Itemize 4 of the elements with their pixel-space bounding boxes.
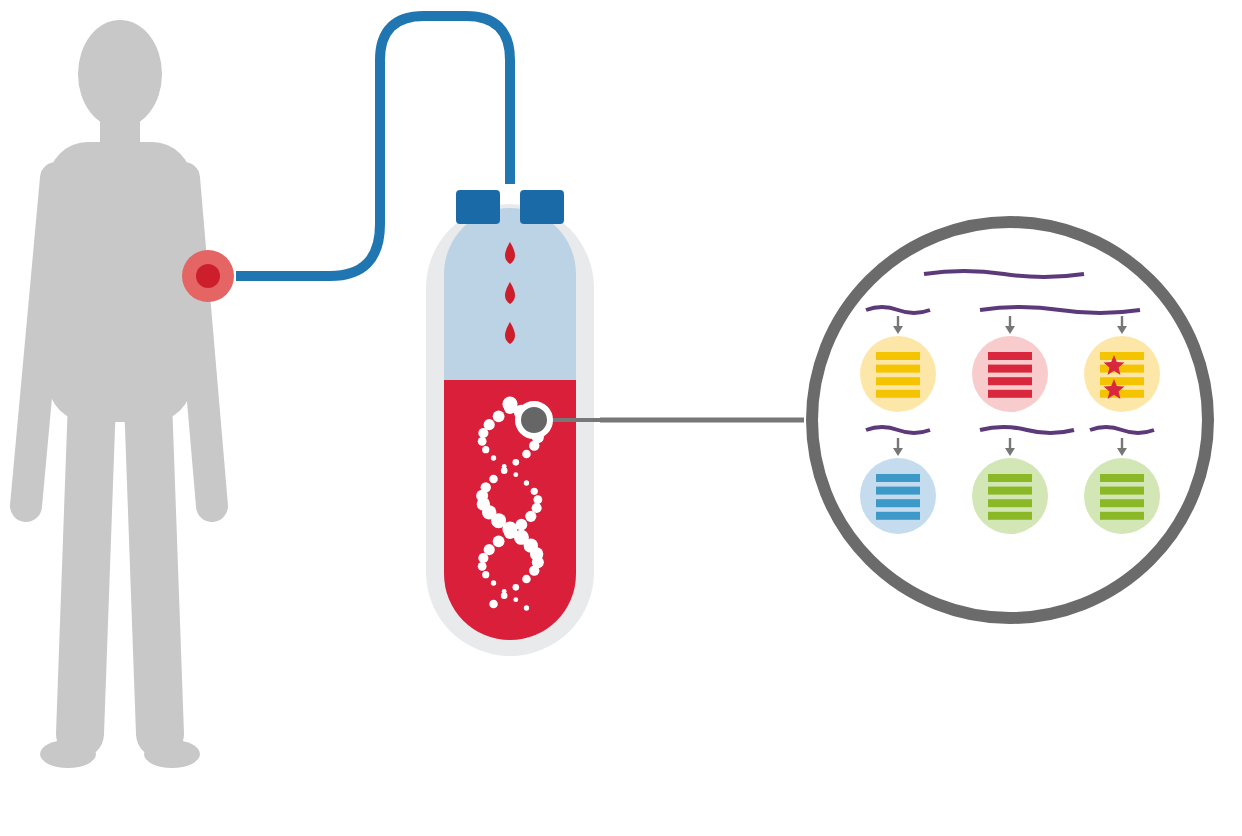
leader-line bbox=[600, 417, 804, 423]
blood-tube-drawing bbox=[420, 184, 600, 660]
tubing-line bbox=[236, 11, 515, 281]
magnified-cells-drawing bbox=[804, 214, 1216, 626]
